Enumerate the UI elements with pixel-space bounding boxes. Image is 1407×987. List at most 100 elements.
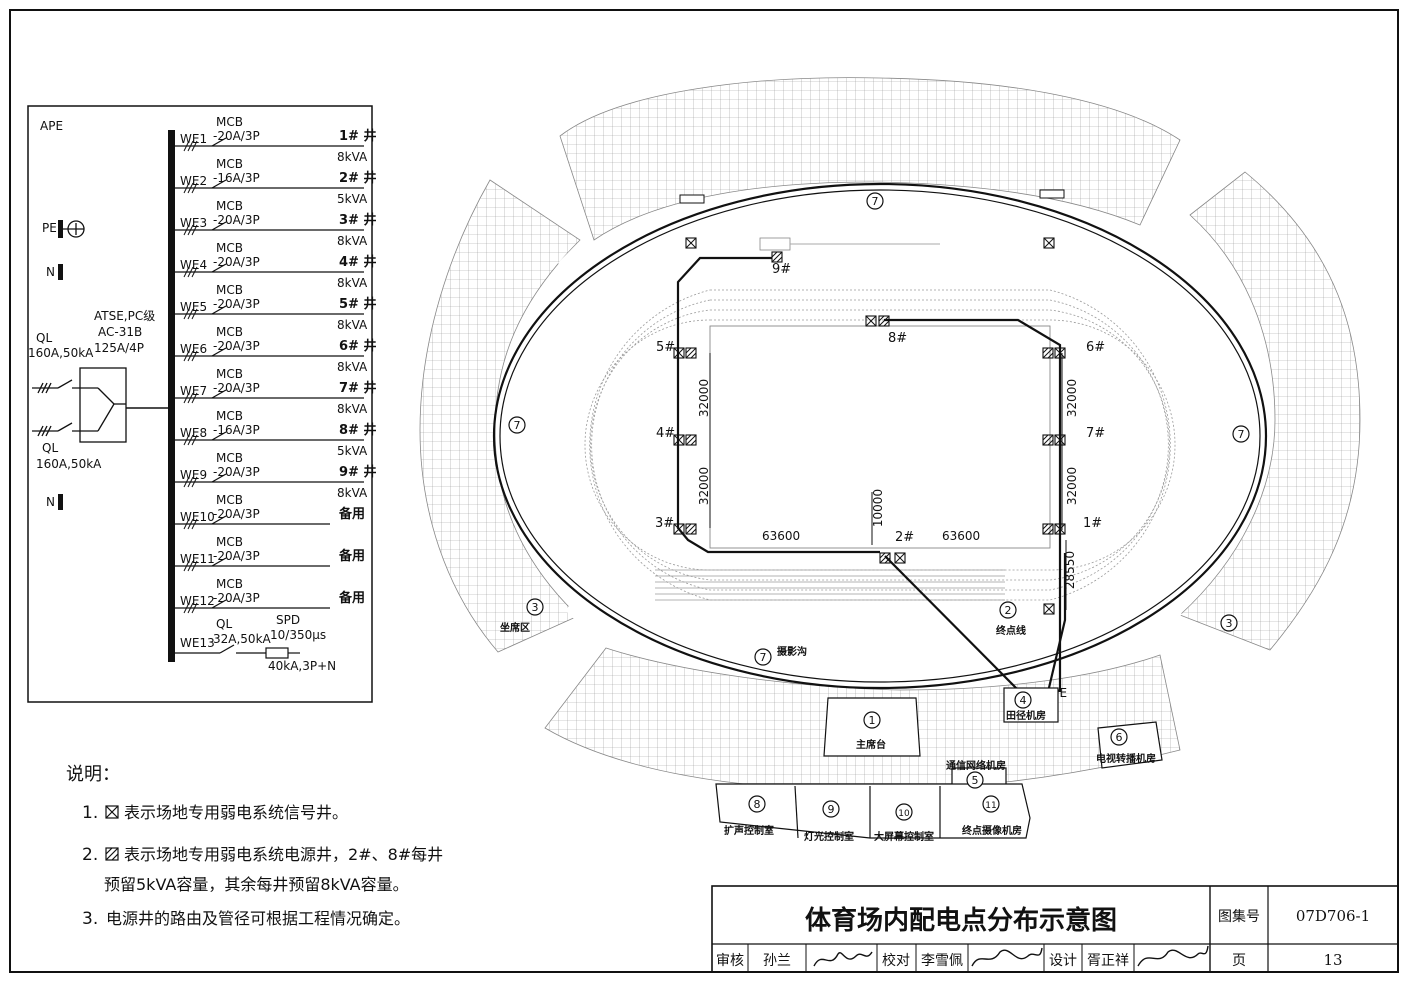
dim-bottom-left: 63600 xyxy=(762,529,800,543)
stand-northeast xyxy=(1179,171,1361,651)
breaker-rating: -20A/3P xyxy=(213,339,260,353)
marker-number: 9 xyxy=(828,803,835,816)
atse-switch-icon xyxy=(79,367,168,443)
well-label-8: 8# xyxy=(888,331,907,346)
straight-lanes xyxy=(655,569,1005,601)
marker-number: 2 xyxy=(1005,604,1012,617)
marker-label: 终点摄像机房 xyxy=(962,824,1022,837)
marker-number: 7 xyxy=(514,419,521,432)
circuit-id: WE9 xyxy=(180,468,207,482)
well-label-5: 5# xyxy=(656,340,675,355)
signal-well-icon xyxy=(105,805,119,819)
signal-well-icon xyxy=(894,552,906,564)
busbar xyxy=(168,130,175,662)
circuit-id: WE6 xyxy=(180,342,207,356)
well-icons xyxy=(673,237,1066,615)
marker-number: 10 xyxy=(898,809,910,819)
circuit-destination: 7# 井 xyxy=(339,380,376,396)
marker-label: 通信网络机房 xyxy=(946,759,1006,772)
marker-number: 7 xyxy=(872,195,879,208)
dim-right-upper: 32000 xyxy=(1065,379,1079,417)
circuit-capacity: 8kVA xyxy=(337,402,368,416)
signal-well-icon xyxy=(1043,603,1055,615)
marker-label: 电视转播机房 xyxy=(1096,752,1156,765)
we13-circuit: WE13 QL 32A,50kA SPD 10/350μs 40kA,3P+N xyxy=(175,613,336,673)
circuit-capacity: 8kVA xyxy=(337,360,368,374)
spd-rating: 40kA,3P+N xyxy=(268,659,336,673)
plan-marker: 7 xyxy=(866,192,884,210)
signal-well-icon xyxy=(673,347,685,359)
power-well-icon xyxy=(1042,434,1054,446)
signal-well-icon xyxy=(673,434,685,446)
panel-title: APE xyxy=(40,119,63,133)
circuit-destination: 备用 xyxy=(338,506,365,522)
marker-label: 扩声控制室 xyxy=(724,824,774,837)
note-1-text: 表示场地专用弱电系统信号井。 xyxy=(124,803,348,822)
marker-label: 田径机房 xyxy=(1006,709,1046,722)
breaker-type: MCB xyxy=(216,325,243,339)
n-label-bottom: N xyxy=(46,495,55,509)
marker-number: 7 xyxy=(1238,428,1245,441)
circuit-capacity: 5kVA xyxy=(337,192,368,206)
signal-well-icon xyxy=(1054,434,1066,446)
incoming-feeder-bottom xyxy=(32,422,98,437)
dimension-lines xyxy=(709,353,1067,610)
circuit-capacity: 5kVA xyxy=(337,444,368,458)
note-3-text: 电源井的路由及管径可根据工程情况确定。 xyxy=(106,909,410,928)
dim-left-upper: 32000 xyxy=(697,379,711,417)
breaker-rating: -20A/3P xyxy=(213,129,260,143)
dim-center-vertical: 10000 xyxy=(871,489,885,527)
circuit-destination: 3# 井 xyxy=(339,212,376,228)
well-label-1: 1# xyxy=(1083,516,1102,531)
circuit-destination: 9# 井 xyxy=(339,464,376,480)
n-bar-bottom-icon xyxy=(58,494,63,510)
circuit-id: WE3 xyxy=(180,216,207,230)
dim-left-lower: 32000 xyxy=(697,467,711,505)
sheet-border xyxy=(9,9,1399,973)
signal-well-icon xyxy=(1043,237,1055,249)
breaker-rating: -20A/3P xyxy=(213,255,260,269)
well-label-7: 7# xyxy=(1086,426,1105,441)
circuit-id: WE4 xyxy=(180,258,207,272)
design-label: 设计 xyxy=(1049,953,1077,969)
power-well-icon xyxy=(1042,523,1054,535)
marker-label: 终点线 xyxy=(996,624,1026,637)
well-label-9: 9# xyxy=(772,262,791,277)
panel-frame xyxy=(27,105,373,703)
breaker-type: MCB xyxy=(216,367,243,381)
note-3-num: 3. xyxy=(82,909,98,929)
ql-top-rating: 160A,50kA xyxy=(28,346,94,360)
breaker-type: MCB xyxy=(216,451,243,465)
designer-name: 胥正祥 xyxy=(1087,953,1129,969)
breaker-rating: -20A/3P xyxy=(213,297,260,311)
power-well-icon xyxy=(879,552,891,564)
spd-wave: 10/350μs xyxy=(270,628,326,642)
circuit-destination: 8# 井 xyxy=(339,422,376,438)
ql-bottom-name: QL xyxy=(42,441,58,455)
breaker-type: MCB xyxy=(216,241,243,255)
we13-breaker-rating: 32A,50kA xyxy=(213,632,272,646)
stand-north xyxy=(559,77,1181,241)
checker-signature xyxy=(971,947,1043,967)
breaker-type: MCB xyxy=(216,493,243,507)
we13-id: WE13 xyxy=(180,636,215,650)
dim-bottom-right: 63600 xyxy=(942,529,980,543)
breaker-rating: -16A/3P xyxy=(213,423,260,437)
signal-well-icon xyxy=(685,237,697,249)
